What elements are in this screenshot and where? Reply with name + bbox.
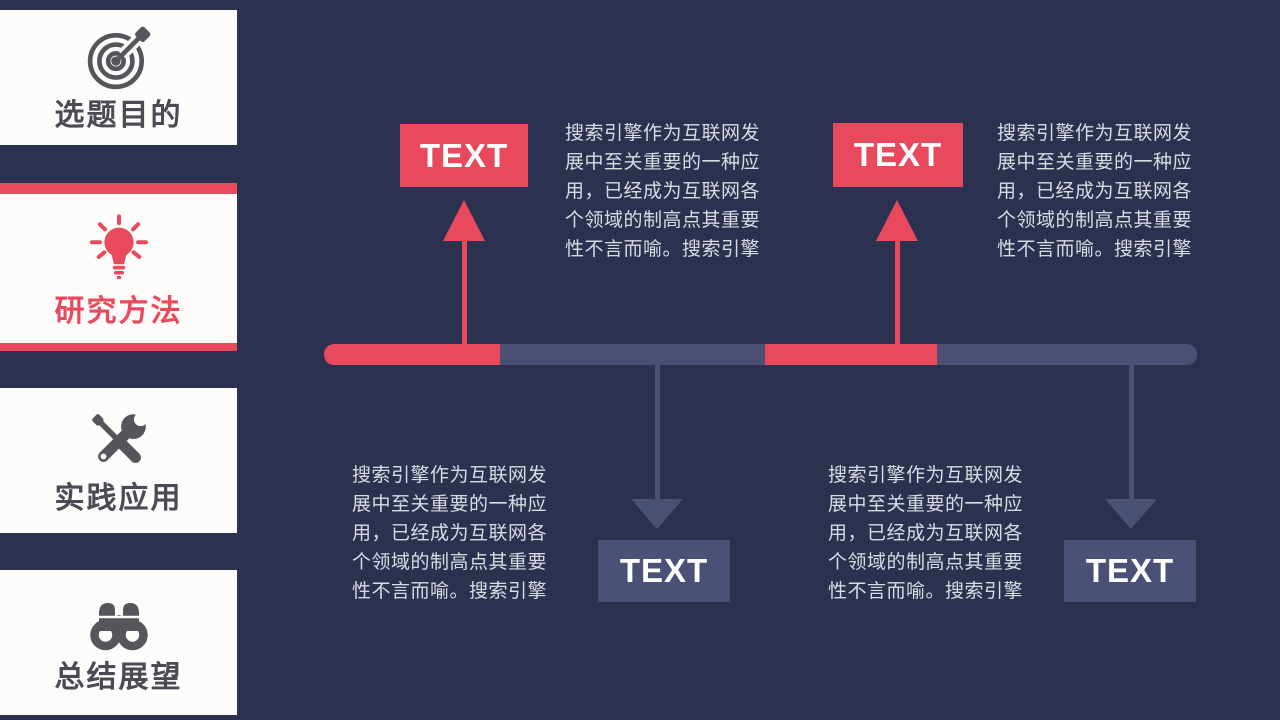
timeline-segment-4	[937, 344, 1197, 365]
sidebar-item-research-methods[interactable]: 研究方法	[0, 194, 237, 343]
up-arrow-head	[876, 200, 918, 241]
binoculars-icon	[89, 602, 148, 650]
description-top-left: 搜索引擎作为互联网发 展中至关重要的一种应 用，已经成为互联网各 个领域的制高点…	[565, 123, 761, 260]
sidebar-item-label: 实践应用	[54, 481, 183, 515]
text-box-top-left[interactable]: TEXT	[400, 124, 528, 187]
sidebar-item-label: 选题目的	[54, 98, 183, 132]
timeline-bar	[324, 344, 1197, 365]
down-arrow-stem	[1129, 365, 1134, 500]
target-icon	[87, 26, 150, 89]
down-arrow-head	[1105, 499, 1157, 529]
sidebar-item-topic-purpose[interactable]: 选题目的	[0, 10, 237, 145]
tools-icon	[91, 407, 152, 463]
text-box-bottom-right[interactable]: TEXT	[1064, 540, 1196, 602]
description-bottom-right: 搜索引擎作为互联网发 展中至关重要的一种应 用，已经成为互联网各 个领域的制高点…	[828, 465, 1024, 602]
text-box-top-right[interactable]: TEXT	[833, 123, 963, 187]
timeline-segment-1	[324, 344, 500, 365]
up-arrow-stem	[895, 239, 900, 345]
description-top-right: 搜索引擎作为互联网发 展中至关重要的一种应 用，已经成为互联网各 个领域的制高点…	[997, 123, 1193, 260]
sidebar-item-label: 研究方法	[54, 294, 183, 328]
timeline-segment-3	[765, 344, 937, 365]
timeline-segment-2	[500, 344, 765, 365]
sidebar-item-summary-outlook[interactable]: 总结展望	[0, 570, 237, 715]
down-arrow-head	[631, 499, 683, 529]
text-box-bottom-left[interactable]: TEXT	[598, 540, 730, 602]
lightbulb-icon	[89, 213, 148, 279]
description-bottom-left: 搜索引擎作为互联网发 展中至关重要的一种应 用，已经成为互联网各 个领域的制高点…	[352, 465, 548, 602]
active-item-accent-top	[0, 183, 237, 194]
sidebar-item-practical-application[interactable]: 实践应用	[0, 388, 237, 533]
active-item-accent-bottom	[0, 343, 237, 351]
sidebar-item-label: 总结展望	[54, 660, 183, 694]
up-arrow-head	[443, 200, 485, 241]
down-arrow-stem	[655, 365, 660, 500]
up-arrow-stem	[462, 239, 467, 345]
